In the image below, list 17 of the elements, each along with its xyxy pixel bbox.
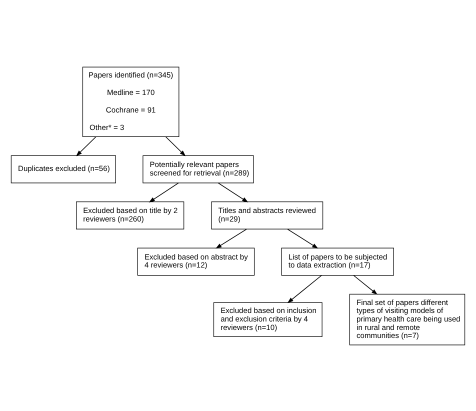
node-box: Excluded based on inclusion and exclusion criteria by 4 reviewers (n=10) — [213, 302, 322, 336]
arrow — [287, 274, 322, 303]
arrow — [353, 274, 378, 294]
arrow — [148, 182, 179, 202]
node-box: Titles and abstracts reviewed (n=29) — [211, 201, 324, 229]
node-box: List of papers to be subjected to data extraction (n=17) — [281, 247, 394, 276]
node-box: Potentially relevant papers screened for retrieval (n=289) — [142, 154, 254, 183]
arrow — [165, 136, 186, 156]
node-box: Duplicates excluded (n=56) — [10, 154, 116, 183]
arrow — [216, 228, 247, 248]
arrow — [218, 182, 248, 202]
arrow — [287, 228, 318, 248]
arrow — [76, 136, 96, 156]
node-box: Excluded based on title by 2 reviewers (n=260) — [76, 201, 184, 229]
node-box: Papers identified (n=345) Medline = 170 Cochrane = 91 Other* = 3 — [82, 66, 180, 136]
node-box: Excluded based on abstract by 4 reviewers (n=12) — [137, 247, 255, 276]
node-box: Final set of papers different types of visiting models of primary health care being used in rural and remote communities (n=7) — [349, 293, 466, 345]
